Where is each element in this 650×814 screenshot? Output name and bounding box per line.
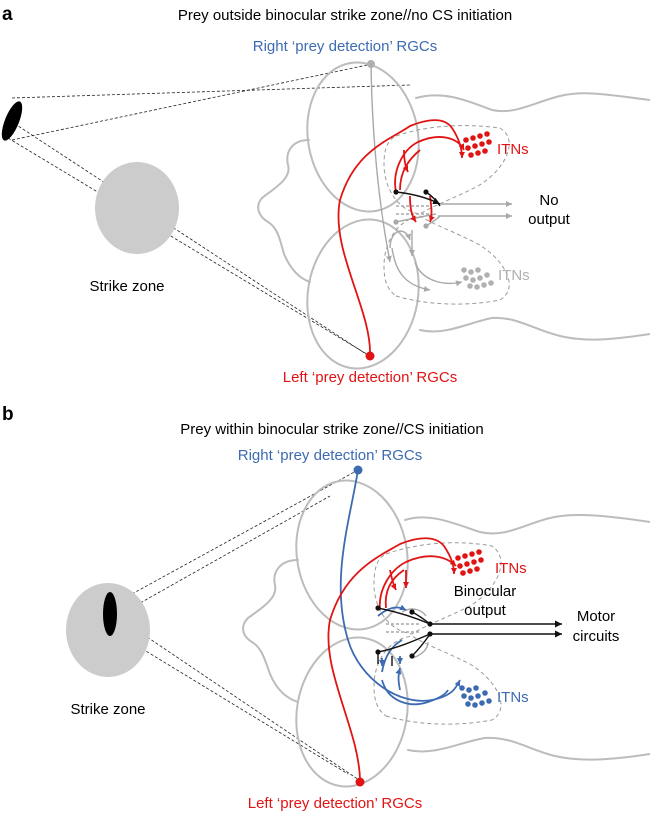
itn-bottom-label: ITNs: [497, 689, 529, 706]
strike-zone-label: Strike zone: [89, 278, 164, 295]
no-output-line1: No: [539, 192, 558, 209]
panel-b: b Prey within binocular strike zone//CS …: [2, 404, 650, 812]
tectum-outlines: [383, 125, 510, 305]
itn-cluster-icon: [461, 267, 494, 290]
inactive-circuit: [367, 60, 512, 292]
brain-outline: [242, 479, 650, 788]
binocular-output-connectors: [375, 605, 562, 666]
panel-letter-b: b: [2, 404, 14, 425]
binocular-output-line2: output: [464, 602, 507, 619]
motor-circuits-line1: Motor: [577, 608, 615, 625]
panel-b-title: Prey within binocular strike zone//CS in…: [180, 421, 483, 438]
brain-outline: [257, 61, 650, 370]
strike-zone-circle: [95, 162, 179, 254]
itn-top-label: ITNs: [497, 141, 529, 158]
prey-ellipse-icon: [103, 592, 117, 636]
motor-circuits-line2: circuits: [573, 628, 620, 645]
itn-top-label: ITNs: [495, 560, 527, 577]
panel-a-title: Prey outside binocular strike zone//no C…: [178, 7, 512, 24]
strike-zone-label: Strike zone: [70, 701, 145, 718]
black-connectors: [393, 189, 441, 207]
active-red-circuit: [327, 537, 484, 787]
itn-cluster-icon: [463, 131, 492, 158]
active-blue-circuit: [339, 465, 492, 708]
panel-letter-a: a: [2, 4, 13, 25]
itn-bottom-label: ITNs: [498, 267, 530, 284]
itn-cluster-icon: [459, 685, 492, 708]
field-of-view-lines: [5, 63, 411, 357]
left-rgc-label: Left ‘prey detection’ RGCs: [283, 369, 458, 386]
panel-a: a Prey outside binocular strike zone//no…: [1, 4, 650, 386]
left-rgc-label: Left ‘prey detection’ RGCs: [248, 795, 423, 812]
inactive-circuit: [386, 608, 429, 659]
prey-ellipse-icon: [1, 101, 23, 141]
binocular-output-line1: Binocular: [454, 583, 517, 600]
right-rgc-label: Right ‘prey detection’ RGCs: [238, 447, 423, 464]
right-rgc-label: Right ‘prey detection’ RGCs: [253, 38, 438, 55]
active-red-circuit: [337, 119, 492, 361]
itn-cluster-icon: [455, 549, 484, 576]
no-output-line2: output: [528, 211, 571, 228]
tectum-outlines: [373, 542, 502, 725]
